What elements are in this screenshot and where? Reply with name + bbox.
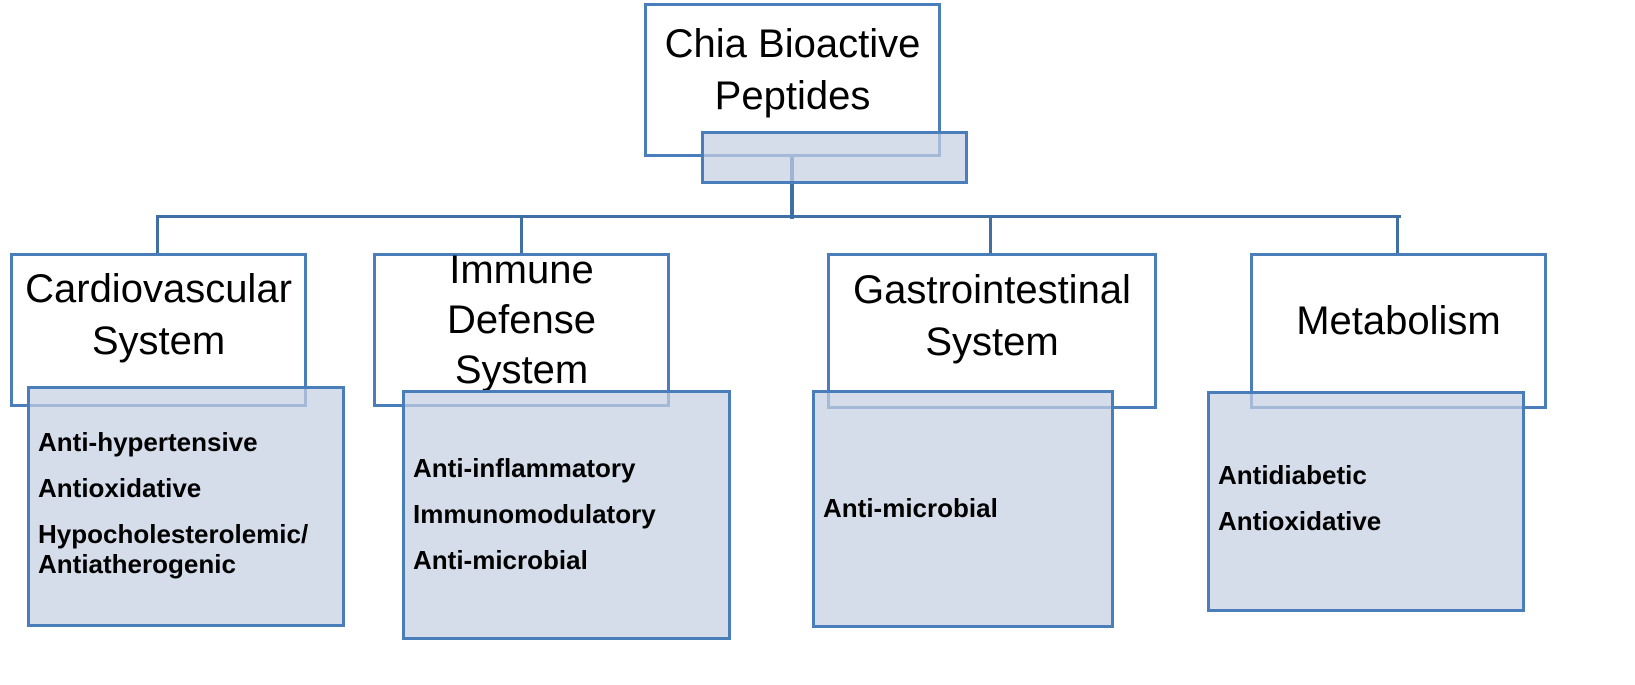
root-node-label: Chia Bioactive Peptides <box>664 22 921 118</box>
effect-item: Antidiabetic <box>1218 460 1367 490</box>
effects-gastrointestinal: Anti-microbial <box>812 390 1114 628</box>
effects-list: Anti-inflammatory Immunomodulatory Anti-… <box>413 453 656 591</box>
effects-list: Antidiabetic Antioxidative <box>1218 460 1381 552</box>
effect-item: Hypocholesterolemic/ Antiatherogenic <box>38 519 309 579</box>
effects-immune-defense: Anti-inflammatory Immunomodulatory Anti-… <box>402 390 731 640</box>
category-label: Immune Defense System <box>447 248 596 392</box>
effects-list: Anti-hypertensive Antioxidative Hypochol… <box>38 427 308 595</box>
effects-cardiovascular: Anti-hypertensive Antioxidative Hypochol… <box>27 386 345 627</box>
connector-root-down <box>790 155 794 219</box>
effect-item: Antioxidative <box>38 473 202 503</box>
category-label: Metabolism <box>1296 299 1501 343</box>
connector-metabolism <box>1396 215 1399 255</box>
effects-list: Anti-microbial <box>823 493 998 539</box>
connector-gastrointestinal <box>989 215 992 255</box>
category-label: Cardiovascular System <box>25 267 292 363</box>
effect-item: Immunomodulatory <box>413 499 656 529</box>
effect-item: Anti-microbial <box>413 545 588 575</box>
connector-cardiovascular <box>156 215 159 255</box>
effect-item: Anti-hypertensive <box>38 427 258 457</box>
connector-horizontal-bus <box>156 215 1401 218</box>
effect-item: Anti-inflammatory <box>413 453 636 483</box>
effect-item: Antioxidative <box>1218 506 1382 536</box>
effect-item: Anti-microbial <box>823 493 998 523</box>
category-label: Gastrointestinal System <box>853 268 1131 364</box>
effects-metabolism: Antidiabetic Antioxidative <box>1207 391 1525 612</box>
category-metabolism: Metabolism <box>1250 253 1547 409</box>
root-node-subbox <box>701 131 968 184</box>
category-gastrointestinal: Gastrointestinal System <box>827 253 1157 409</box>
category-cardiovascular: Cardiovascular System <box>10 253 307 407</box>
root-node: Chia Bioactive Peptides <box>644 3 941 157</box>
category-immune-defense: Immune Defense System <box>373 248 670 407</box>
connector-immune <box>520 215 523 255</box>
